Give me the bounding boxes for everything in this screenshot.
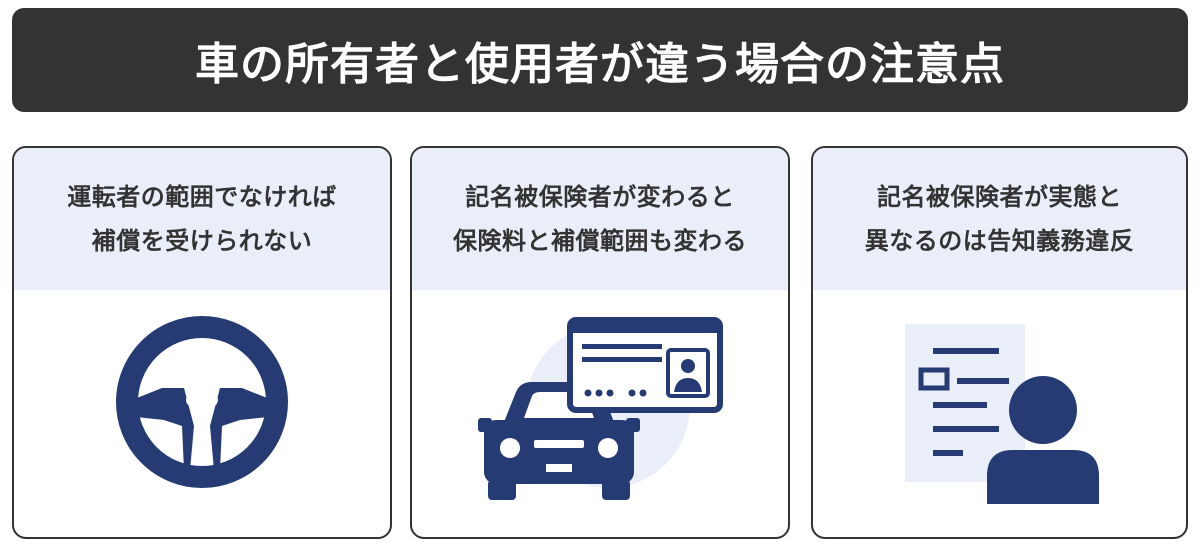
person-icon <box>987 376 1099 504</box>
card-illustration <box>14 290 390 537</box>
license-card-icon <box>567 317 723 413</box>
document-and-person-icon <box>905 324 1099 504</box>
card-header: 運転者の範囲でなければ 補償を受けられない <box>14 148 390 290</box>
card-text-line-1: 運転者の範囲でなければ <box>67 183 337 211</box>
card-text-line-1: 記名被保険者が実態と <box>877 183 1122 211</box>
card-driver-scope: 運転者の範囲でなければ 補償を受けられない <box>12 146 392 539</box>
card-text-line-2: 保険料と補償範囲も変わる <box>453 227 747 255</box>
card-header: 記名被保険者が変わると 保険料と補償範囲も変わる <box>412 148 788 290</box>
card-disclosure-violation: 記名被保険者が実態と 異なるのは告知義務違反 <box>811 146 1188 539</box>
card-text-line-1: 記名被保険者が変わると <box>465 183 735 211</box>
steering-wheel-icon <box>116 316 288 488</box>
car-with-license-card-icon <box>478 317 723 500</box>
card-illustration <box>412 290 788 537</box>
title-banner: 車の所有者と使用者が違う場合の注意点 <box>12 8 1188 112</box>
card-header: 記名被保険者が実態と 異なるのは告知義務違反 <box>813 148 1186 290</box>
page-title: 車の所有者と使用者が違う場合の注意点 <box>195 39 1005 90</box>
card-illustration <box>813 290 1186 537</box>
card-text-line-2: 補償を受けられない <box>91 227 313 255</box>
card-insured-change: 記名被保険者が変わると 保険料と補償範囲も変わる <box>410 146 790 539</box>
card-text-line-2: 異なるのは告知義務違反 <box>864 227 1135 255</box>
